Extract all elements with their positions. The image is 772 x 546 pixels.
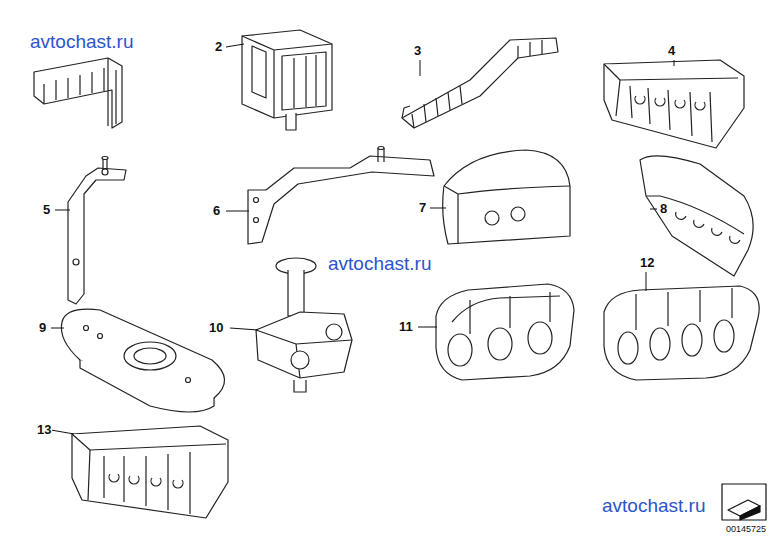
callout-number: 8 bbox=[659, 202, 668, 215]
part-11 bbox=[436, 284, 574, 380]
callout-number: 3 bbox=[413, 44, 422, 57]
leader-lines bbox=[51, 44, 674, 434]
callout-number: 7 bbox=[418, 201, 427, 214]
callout-number: 13 bbox=[36, 423, 52, 436]
watermark: avtochast.ru bbox=[30, 32, 134, 51]
part-10 bbox=[256, 258, 352, 392]
part-7 bbox=[443, 150, 570, 244]
callout-number: 6 bbox=[212, 204, 221, 217]
diagram-icon bbox=[722, 484, 766, 520]
callout-number: 4 bbox=[667, 44, 676, 57]
callout-number: 10 bbox=[208, 321, 224, 334]
part-6 bbox=[248, 147, 434, 245]
watermark: avtochast.ru bbox=[328, 254, 432, 273]
watermark: avtochast.ru bbox=[602, 496, 706, 515]
callout-number: 12 bbox=[639, 256, 655, 269]
callout-number: 5 bbox=[42, 203, 51, 216]
part-13 bbox=[72, 426, 228, 518]
part-8 bbox=[640, 156, 753, 276]
callout-number: 11 bbox=[398, 320, 414, 333]
diagram-code: 00145725 bbox=[726, 525, 766, 534]
part-5 bbox=[68, 157, 126, 305]
part-2 bbox=[242, 30, 332, 130]
part-12 bbox=[604, 286, 759, 380]
callout-number: 9 bbox=[38, 321, 47, 334]
part-4 bbox=[604, 60, 744, 148]
part-9 bbox=[61, 309, 224, 412]
part-1 bbox=[34, 58, 122, 128]
part-3 bbox=[402, 38, 558, 128]
callout-number: 2 bbox=[214, 40, 223, 53]
